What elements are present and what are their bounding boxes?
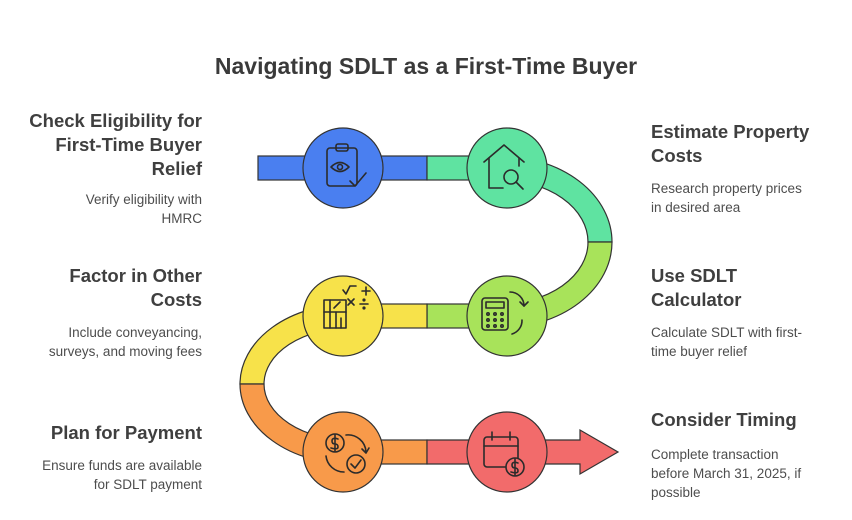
step-2-heading: Estimate Property Costs (651, 121, 810, 166)
step-circle-5 (302, 411, 384, 493)
step-3-heading: Use SDLT Calculator (651, 265, 742, 310)
step-2-description: Research property prices in desired area (651, 181, 802, 215)
math-chart-icon (323, 285, 371, 329)
calendar-money-icon (483, 431, 525, 477)
step-circle-4 (302, 275, 384, 357)
money-check-cycle-icon (325, 433, 370, 474)
step-circle-2 (466, 127, 548, 209)
step-4-description: Include conveyancing, surveys, and movin… (48, 325, 202, 359)
step-6-description: Complete transaction before March 31, 20… (651, 447, 802, 500)
step-5-description: Ensure funds are available for SDLT paym… (42, 458, 202, 492)
clipboard-eye-icon (326, 143, 367, 187)
house-search-icon (483, 144, 525, 190)
step-circle-6 (466, 411, 548, 493)
step-1-description: Verify eligibility with HMRC (85, 192, 202, 226)
step-circle-1 (302, 127, 384, 209)
step-1-heading: Check Eligibility for First-Time Buyer R… (29, 110, 202, 179)
step-circle-3 (466, 275, 548, 357)
page-title: Navigating SDLT as a First-Time Buyer (214, 53, 638, 79)
calculator-icon (481, 291, 529, 335)
step-5-heading: Plan for Payment (50, 422, 202, 443)
step-6-heading: Consider Timing (651, 409, 797, 430)
step-3-description: Calculate SDLT with first- time buyer re… (651, 325, 803, 359)
path-track (239, 155, 620, 476)
step-4-heading: Factor in Other Costs (69, 265, 202, 310)
